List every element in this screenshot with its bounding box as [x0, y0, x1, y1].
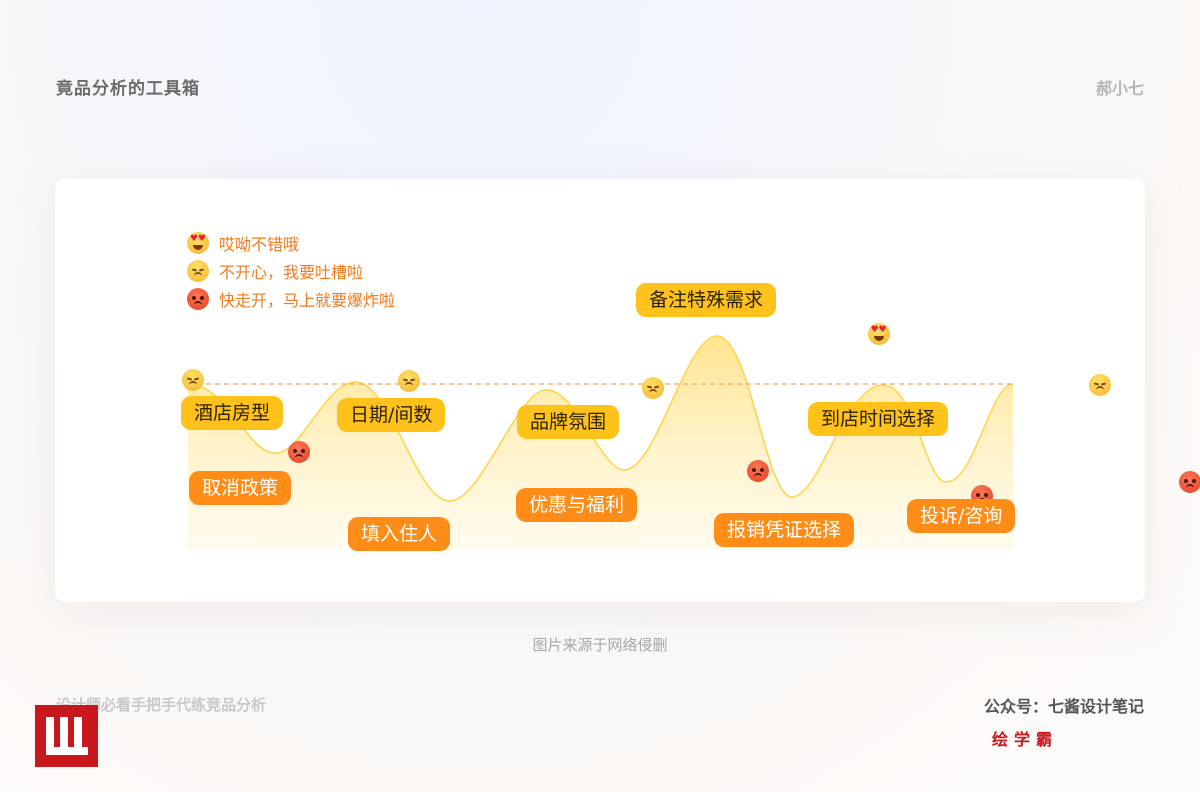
disappointed-emoji-icon [642, 377, 665, 399]
disappointed-emoji-icon [398, 370, 421, 392]
step-label: 日期/间数 [337, 398, 446, 432]
legend-item-sad: 不开心，我要吐槽啦 [187, 257, 395, 285]
legend-item-angry: 快走开，马上就要爆炸啦 [187, 285, 395, 313]
page-title: 竟品分析的工具箱 [56, 79, 200, 99]
angry-emoji-icon [288, 441, 311, 463]
image-source-caption: 图片来源于网络侵删 [532, 636, 668, 654]
footer-account-name: 公众号：七酱设计笔记 [983, 697, 1144, 716]
journey-map-card: 哎呦不错哦 不开心，我要吐槽啦 快走开，马上就要爆炸啦 酒店房型 取消政策 日期… [55, 179, 1200, 602]
angry-emoji-icon [747, 460, 770, 482]
step-label: 酒店房型 [181, 396, 284, 430]
step-label: 优惠与福利 [516, 488, 638, 522]
mood-legend: 哎呦不错哦 不开心，我要吐槽啦 快走开，马上就要爆炸啦 [187, 229, 395, 313]
step-label: 品牌氛围 [517, 405, 620, 439]
legend-label: 快走开，马上就要爆炸啦 [219, 291, 396, 310]
step-label: 到店时间选择 [808, 402, 949, 436]
step-label: 投诉/咨询 [907, 499, 1016, 533]
step-label: 取消政策 [189, 471, 292, 505]
disappointed-emoji-icon [187, 260, 209, 282]
author-name: 郝小七 [1095, 79, 1144, 98]
footer-series-title: 设计师必看手把手代练竞品分析 [56, 696, 267, 714]
curve-area [188, 335, 1013, 550]
heart-eyes-emoji-icon [867, 323, 890, 345]
legend-label: 不开心，我要吐槽啦 [219, 263, 364, 282]
step-label: 报销凭证选择 [714, 513, 855, 547]
step-label: 填入住人 [348, 517, 451, 551]
step-label: 备注特殊需求 [636, 283, 777, 317]
legend-item-love: 哎呦不错哦 [187, 229, 395, 257]
curve-line [187, 335, 1014, 502]
heart-eyes-emoji-icon [187, 232, 209, 254]
legend-label: 哎呦不错哦 [219, 235, 300, 254]
disappointed-emoji-icon [1088, 374, 1111, 396]
journey-curve-graphic [187, 335, 1014, 550]
angry-emoji-icon [187, 288, 209, 310]
brand-name: 绘学霸 [992, 730, 1059, 749]
angry-emoji-icon [1178, 471, 1200, 493]
brand-logo-icon [35, 705, 98, 767]
disappointed-emoji-icon [182, 369, 204, 391]
